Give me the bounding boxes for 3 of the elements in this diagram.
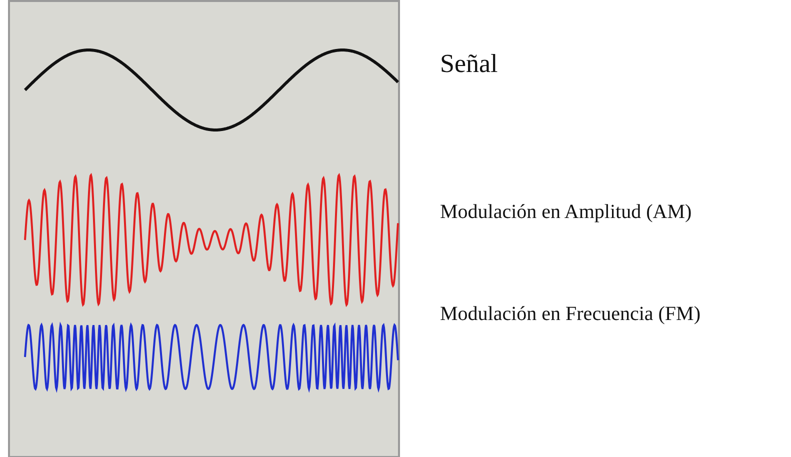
wave-label: Modulación en Amplitud (AM)	[440, 201, 692, 224]
wave-label: Señal	[440, 49, 498, 80]
wave-label: Modulación en Frecuencia (FM)	[440, 303, 700, 326]
